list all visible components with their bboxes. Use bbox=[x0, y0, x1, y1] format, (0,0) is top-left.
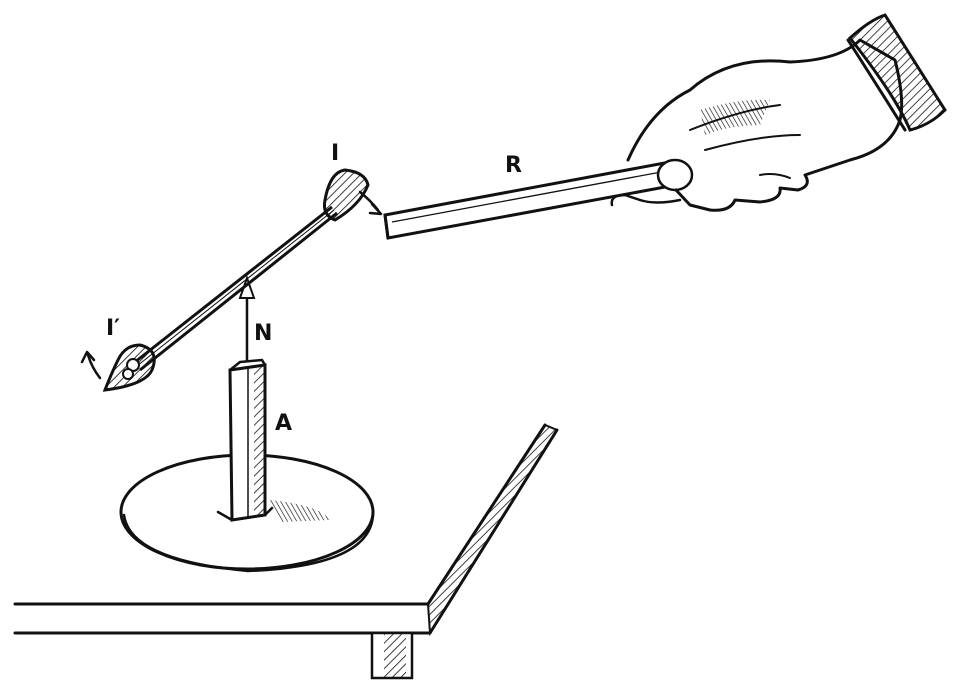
label-end-I-prime: I′ bbox=[106, 316, 120, 341]
table-leg bbox=[370, 631, 414, 680]
table bbox=[13, 423, 559, 680]
label-stand-A: A bbox=[275, 411, 292, 436]
pivot-needle bbox=[238, 274, 256, 362]
label-end-I: I bbox=[331, 141, 339, 166]
hand bbox=[610, 13, 947, 212]
arrow-lower-end bbox=[80, 350, 102, 380]
label-needle-N: N bbox=[254, 321, 272, 346]
shirt-cuff bbox=[846, 13, 947, 132]
arrow-upper-end bbox=[358, 190, 383, 216]
end-piece-lower bbox=[102, 343, 156, 392]
label-rod-R: R bbox=[505, 153, 522, 178]
stand-column bbox=[216, 358, 274, 522]
end-piece-upper bbox=[323, 168, 370, 222]
charged-rod bbox=[383, 160, 678, 240]
balance-rod bbox=[134, 205, 338, 372]
